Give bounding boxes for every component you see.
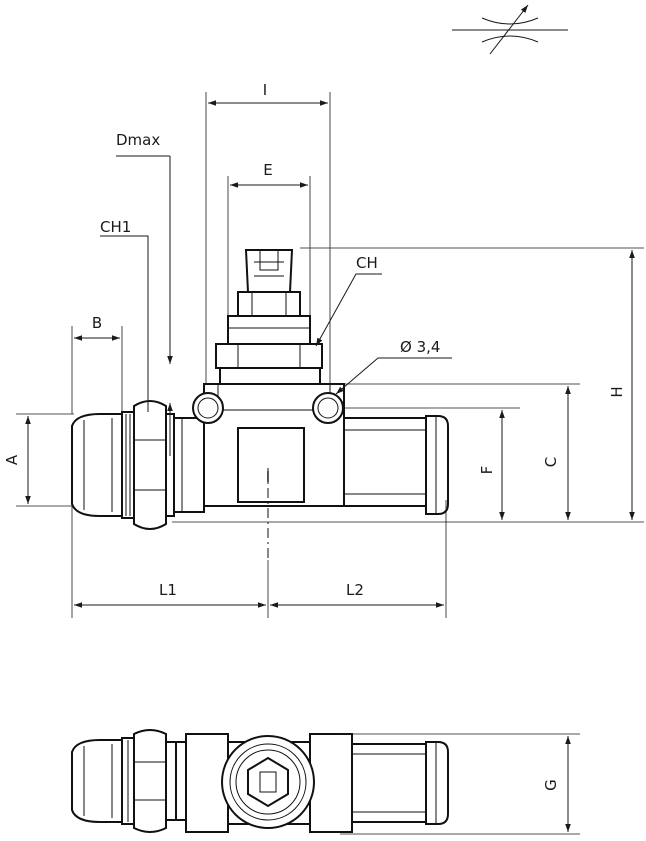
top-hex-screw [247,756,289,808]
dim-label-L2: L2 [346,581,364,599]
dim-label-G: G [542,779,560,791]
dim-label-CH1: CH1 [100,218,131,236]
dim-label-Dmax: Dmax [116,131,160,149]
dim-label-L1: L1 [159,581,177,599]
adjust-nut [237,291,301,317]
top-right-collet [425,741,449,825]
adjustable-throttle-symbol-icon [452,4,568,55]
dimensions-front: I Dmax E CH1 CH B Ø 3,4 A [3,81,644,618]
left-collet [71,413,123,517]
front-view [71,249,449,560]
left-hex-nut [133,400,167,530]
dim-label-CH: CH [356,254,378,272]
regulator-sleeve [227,315,311,345]
mount-hole-right [312,392,344,424]
dim-label-E: E [263,161,272,179]
body-window [237,427,305,503]
right-tube [343,417,427,507]
dim-label-H: H [608,386,626,397]
right-collet [425,415,449,515]
dim-label-C: C [542,457,560,467]
top-view: G [71,729,580,835]
mount-hole-left [192,392,224,424]
dim-label-diameter: Ø 3,4 [400,338,440,356]
dim-label-A: A [3,454,21,465]
top-left-collet [71,739,123,823]
adjust-screw [244,249,294,293]
left-ring [121,411,135,519]
dim-label-I: I [263,81,267,99]
top-right-block [309,733,353,833]
top-left-hex-nut [133,729,167,833]
center-mark-label: I [266,468,270,486]
dim-label-F: F [478,466,496,475]
lock-nut [215,343,323,369]
top-left-block [185,733,229,833]
top-right-tube [351,743,427,823]
dim-label-B: B [92,314,102,332]
